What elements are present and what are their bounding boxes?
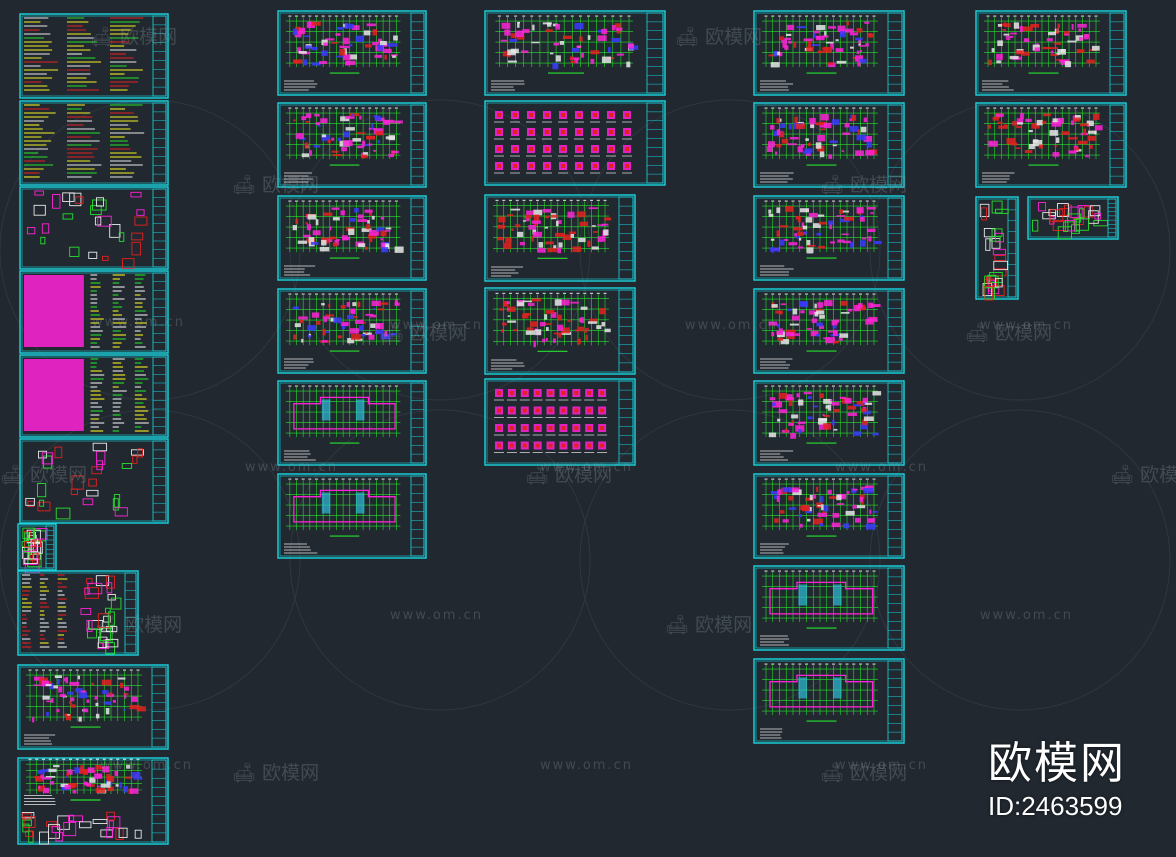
- stair-plan-2[interactable]: [975, 102, 1127, 188]
- stair-plan-1[interactable]: [975, 10, 1127, 96]
- column-detail-sheet-1[interactable]: [484, 100, 666, 186]
- download-badge: 欧模网 ID:2463599: [988, 740, 1148, 822]
- floor-plan-5[interactable]: [277, 380, 427, 466]
- slab-plan-5[interactable]: [753, 380, 905, 466]
- watermark-url: www.om.cn: [540, 460, 633, 475]
- beam-plan-1[interactable]: [484, 194, 636, 282]
- slab-plan-3[interactable]: [753, 195, 905, 281]
- notes-sheet-magenta-1[interactable]: [19, 270, 169, 354]
- floor-plan-4[interactable]: [277, 288, 427, 374]
- watermark-url: www.om.cn: [540, 758, 633, 773]
- watermark-logo: 🛋 欧模网: [665, 614, 753, 636]
- watermark-logo: 🛋 欧模网: [965, 322, 1053, 344]
- notes-sheet-magenta-2[interactable]: [19, 354, 169, 438]
- floor-plan-1[interactable]: [277, 10, 427, 96]
- floor-plan-6[interactable]: [277, 473, 427, 559]
- roof-plan-2[interactable]: [753, 658, 905, 744]
- badge-logo: 欧模网: [988, 738, 1126, 789]
- watermark-url: www.om.cn: [390, 318, 483, 333]
- slab-plan-4[interactable]: [753, 288, 905, 374]
- plan-sheet-1[interactable]: [17, 664, 169, 750]
- watermark-logo: 🛋 欧模网: [95, 614, 183, 636]
- floor-plan-2[interactable]: [277, 102, 427, 188]
- watermark-logo: 🛋 欧模网: [1110, 464, 1176, 486]
- general-notes-sheet-2[interactable]: [19, 100, 169, 186]
- watermark-url: www.om.cn: [835, 460, 928, 475]
- watermark-logo: 🛋 欧模网: [380, 322, 468, 344]
- watermark-url: www.om.cn: [100, 758, 193, 773]
- column-detail-sheet-2[interactable]: [484, 378, 636, 466]
- stair-detail-sheet[interactable]: [1027, 196, 1119, 240]
- detail-sheet-2[interactable]: [19, 438, 169, 524]
- watermark-logo: 🛋 欧模网: [675, 26, 763, 48]
- watermark-url: www.om.cn: [245, 460, 338, 475]
- notes-sheet-3[interactable]: [17, 570, 139, 656]
- watermark-logo: 🛋 欧模网: [525, 464, 613, 486]
- column-3-sheets: [484, 10, 666, 466]
- column-2-sheets: [277, 10, 427, 559]
- watermark-logo: 🛋 欧模网: [232, 762, 320, 784]
- column-5-sheets: [975, 10, 1127, 301]
- watermark-logo: 🛋 欧模网: [820, 174, 908, 196]
- floor-plan-3[interactable]: [277, 195, 427, 281]
- watermark-url: www.om.cn: [390, 608, 483, 623]
- watermark-url: www.om.cn: [835, 758, 928, 773]
- beam-plan-2[interactable]: [484, 287, 636, 375]
- roof-plan-1[interactable]: [753, 565, 905, 651]
- watermark-logo: 🛋 欧模网: [820, 762, 908, 784]
- drawing-sheets: [17, 10, 1127, 845]
- watermark-logo: 🛋 欧模网: [90, 26, 178, 48]
- plan-sheet-2[interactable]: [17, 757, 169, 845]
- slab-plan-2[interactable]: [753, 102, 905, 188]
- watermark-url: www.om.cn: [685, 318, 778, 333]
- small-detail-sheet[interactable]: [17, 523, 57, 574]
- detail-sheet-1[interactable]: [19, 186, 169, 270]
- general-notes-sheet-1[interactable]: [19, 13, 169, 99]
- column-4-sheets: [753, 10, 905, 744]
- watermark-url: www.om.cn: [980, 318, 1073, 333]
- slab-plan-1[interactable]: [753, 10, 905, 96]
- slab-plan-6[interactable]: [753, 473, 905, 559]
- badge-id: ID:2463599: [988, 791, 1123, 821]
- watermark-url: www.om.cn: [980, 608, 1073, 623]
- watermark-logo: 🛋 欧模网: [0, 464, 88, 486]
- watermark-logo: 🛋 欧模网: [232, 174, 320, 196]
- column-1-sheets: [17, 13, 169, 845]
- foundation-plan-1[interactable]: [484, 10, 666, 96]
- stair-section-sheet[interactable]: [975, 196, 1019, 301]
- watermark-url: www.om.cn: [92, 315, 185, 330]
